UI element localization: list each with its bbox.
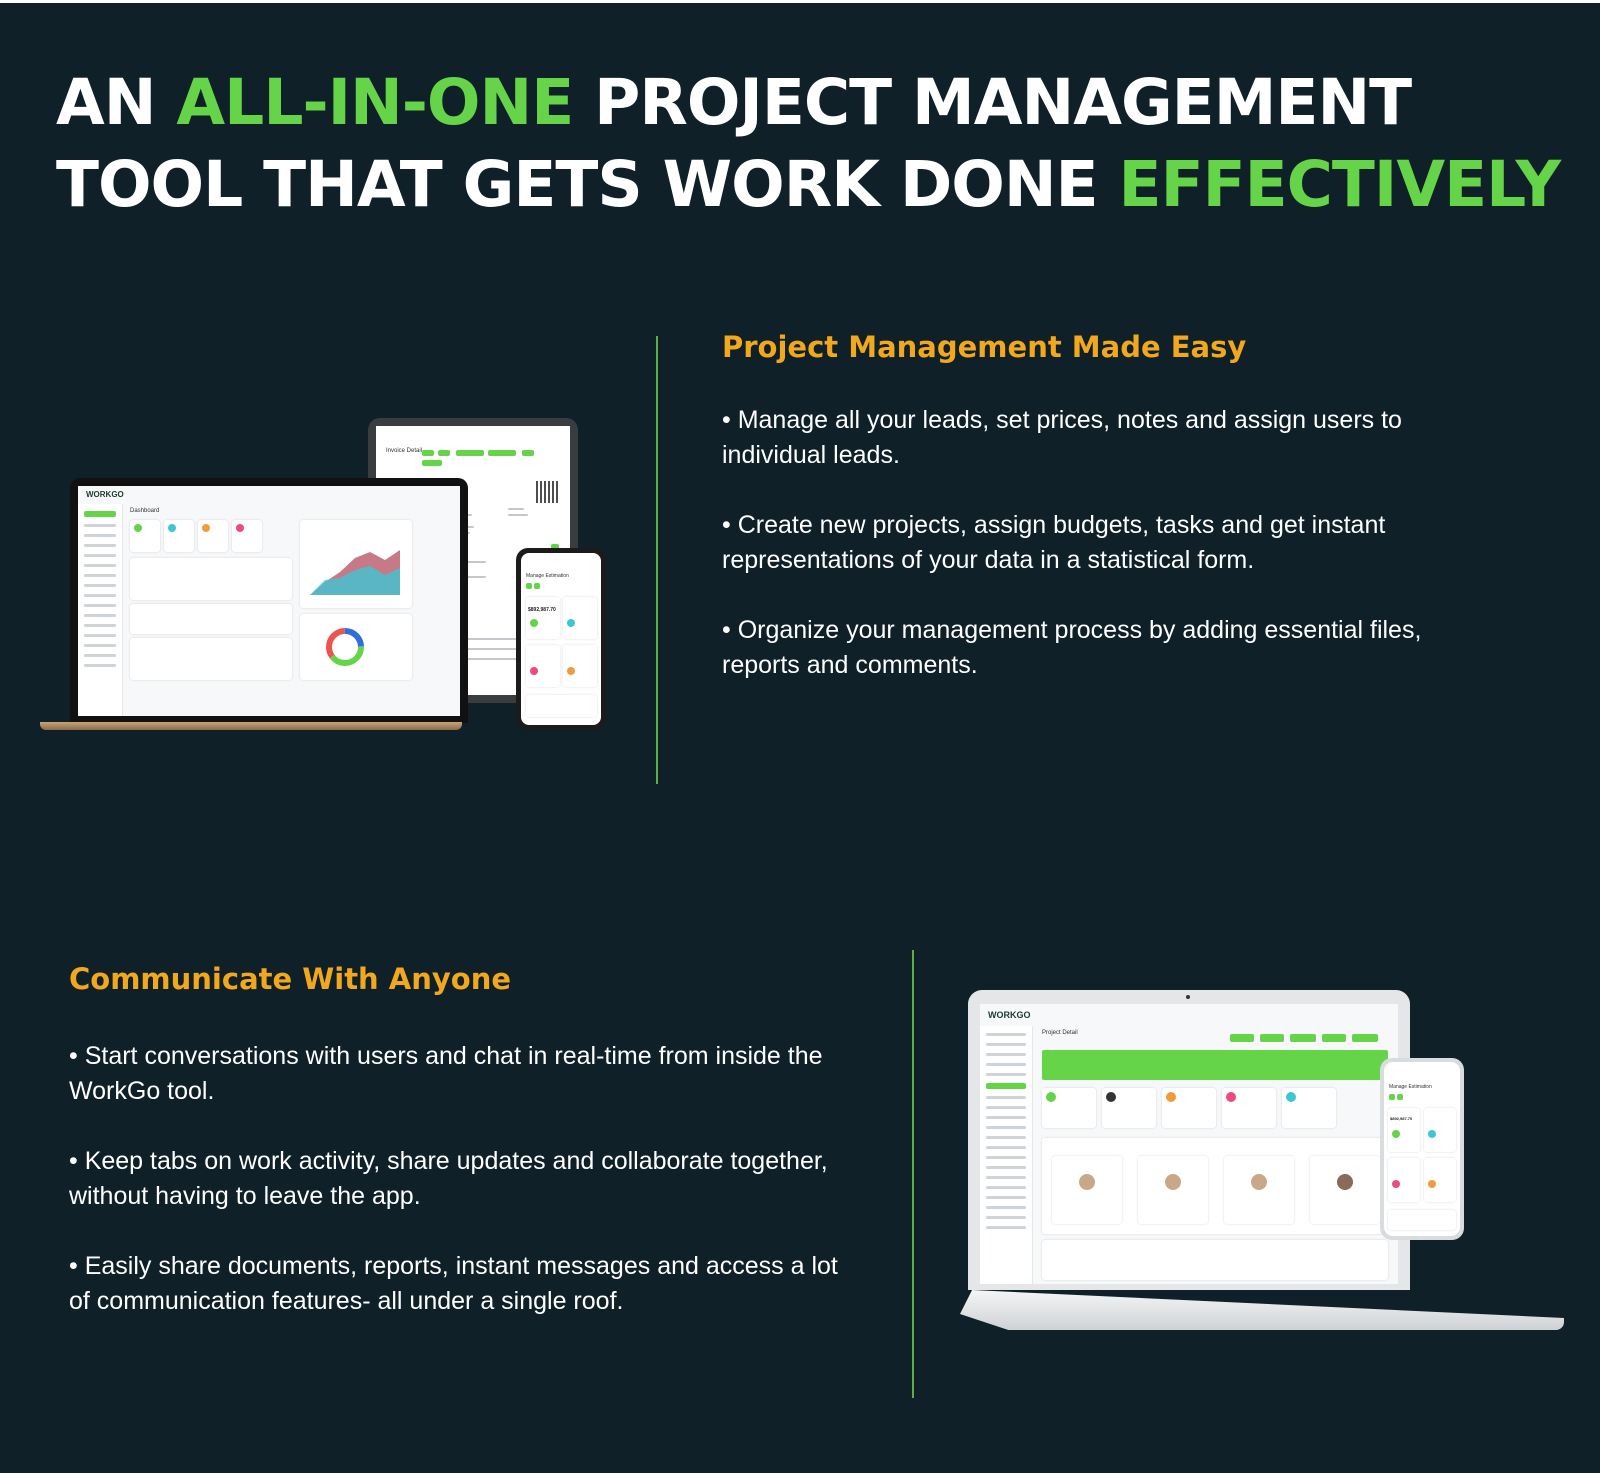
devices-mockup-project-detail: WORKGO Project Detail bbox=[960, 990, 1570, 1360]
laptop-device: WORKGO Dashboard bbox=[70, 478, 468, 723]
section2-bullet: Easily share documents, reports, instant… bbox=[69, 1249, 859, 1319]
headline-line2-highlight: EFFECTIVELY bbox=[1118, 148, 1562, 221]
laptop-base bbox=[40, 722, 462, 730]
section1-bullet-list: Manage all your leads, set prices, notes… bbox=[722, 403, 1482, 718]
tasks-overview-chart bbox=[300, 520, 412, 608]
section2-bullet: Keep tabs on work activity, share update… bbox=[69, 1144, 859, 1214]
phone-device: Manage Estimation $892,987.70 bbox=[516, 548, 606, 730]
section2-bullet-list: Start conversations with users and chat … bbox=[69, 1039, 859, 1354]
section2-divider bbox=[912, 950, 914, 1398]
phone-screen: Manage Estimation $892,987.70 bbox=[1384, 1062, 1460, 1236]
project-banner bbox=[1042, 1050, 1388, 1080]
section1-bullet: Manage all your leads, set prices, notes… bbox=[722, 403, 1482, 473]
headline-line2-pre: TOOL THAT GETS WORK DONE bbox=[56, 148, 1119, 221]
laptop-screen: WORKGO Project Detail bbox=[980, 1004, 1398, 1284]
phone-device: Manage Estimation $892,987.70 bbox=[1380, 1058, 1464, 1240]
camera-dot bbox=[1186, 995, 1190, 999]
avatar bbox=[1079, 1174, 1095, 1190]
dashboard-sidebar bbox=[78, 504, 123, 716]
project-detail-heading: Project Detail bbox=[1042, 1030, 1078, 1036]
phone-heading: Manage Estimation bbox=[526, 573, 569, 579]
devices-mockup-dashboard: Invoice Detail bbox=[38, 418, 618, 748]
workgo-logo: WORKGO bbox=[988, 1010, 1031, 1020]
workgo-logo: WORKGO bbox=[86, 490, 124, 499]
dashboard-heading: Dashboard bbox=[130, 508, 160, 514]
section1-bullet: Organize your management process by addi… bbox=[722, 613, 1482, 683]
laptop-screen: WORKGO Dashboard bbox=[78, 486, 460, 716]
section1-divider bbox=[656, 336, 658, 784]
section1-bullet: Create new projects, assign budgets, tas… bbox=[722, 508, 1482, 578]
tablet-heading: Invoice Detail bbox=[386, 448, 423, 454]
phone-amount: $892,987.70 bbox=[528, 607, 556, 613]
qr-code bbox=[536, 481, 558, 503]
phone-screen: Manage Estimation $892,987.70 bbox=[521, 553, 601, 725]
phone-heading: Manage Estimation bbox=[1389, 1084, 1432, 1090]
section1-title: Project Management Made Easy bbox=[722, 330, 1247, 364]
laptop-device: WORKGO Project Detail bbox=[968, 990, 1410, 1290]
phone-amount: $892,987.70 bbox=[1390, 1116, 1413, 1121]
headline-line1-highlight: ALL-IN-ONE bbox=[176, 66, 574, 139]
laptop-keyboard-base bbox=[960, 1290, 1564, 1330]
avatar bbox=[1337, 1174, 1353, 1190]
avatar bbox=[1251, 1174, 1267, 1190]
avatar bbox=[1165, 1174, 1181, 1190]
project-status-chart bbox=[300, 614, 412, 680]
headline-line1-pre: AN bbox=[56, 66, 177, 139]
section2-bullet: Start conversations with users and chat … bbox=[69, 1039, 859, 1109]
section2-title: Communicate With Anyone bbox=[69, 962, 512, 996]
project-sidebar bbox=[980, 1026, 1033, 1284]
headline-line1-post: PROJECT MANAGEMENT bbox=[573, 66, 1412, 139]
top-border bbox=[0, 0, 1600, 3]
page-headline: AN ALL-IN-ONE PROJECT MANAGEMENT TOOL TH… bbox=[56, 62, 1576, 226]
